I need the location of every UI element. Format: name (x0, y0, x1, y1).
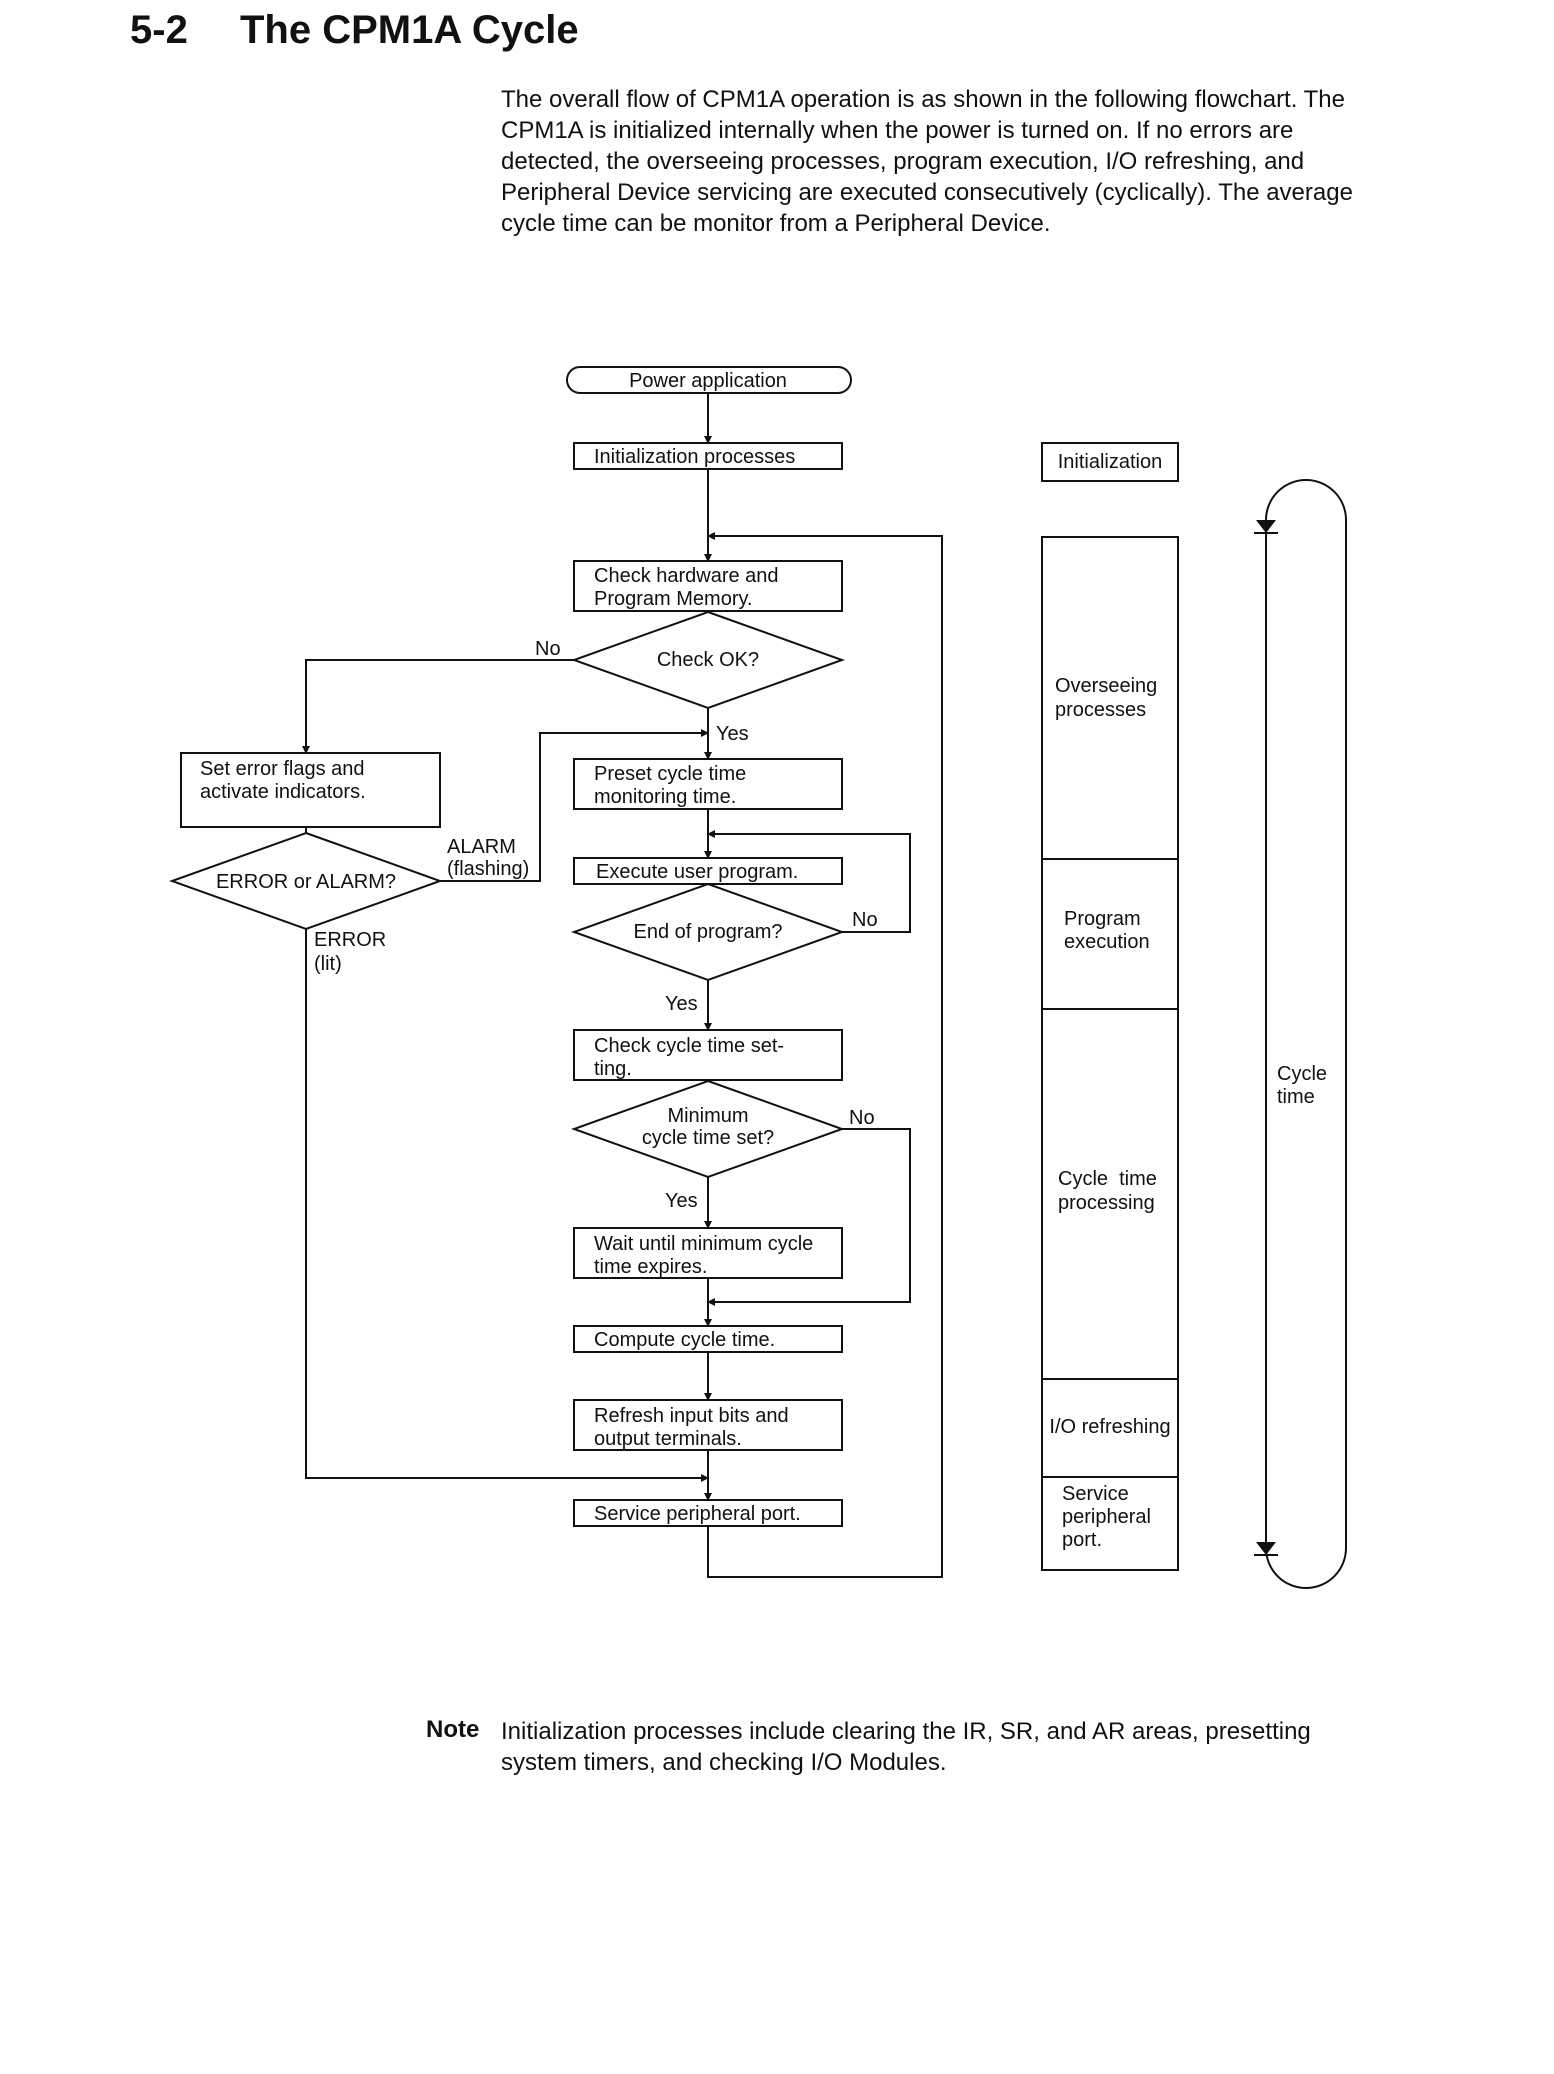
refresh-line-1: Refresh input bits and (594, 1405, 789, 1427)
cycle-arrow-bottom (1256, 1542, 1276, 1555)
phase-overseeing (1041, 536, 1179, 860)
phase-service-line-3: port. (1062, 1529, 1102, 1551)
set-error-line-2: activate indicators. (200, 781, 366, 803)
service-label: Service peripheral port. (594, 1503, 801, 1525)
min-cycle-yes-label: Yes (665, 1190, 698, 1212)
init-process-box (573, 442, 843, 470)
cpm1a-cycle-flowchart: Power application Initialization process… (169, 366, 1347, 1589)
phase-initialization (1041, 442, 1179, 482)
phase-program (1041, 858, 1179, 1010)
note-label: Note (426, 1716, 480, 1743)
refresh-line-2: output terminals. (594, 1428, 742, 1450)
phase-io (1041, 1378, 1179, 1478)
compute-label: Compute cycle time. (594, 1329, 775, 1351)
phase-overseeing-line-2: processes (1055, 699, 1146, 721)
section-number: 5-2 (130, 8, 188, 52)
note-text: Initialization processes include clearin… (501, 1718, 1311, 1776)
section-title: The CPM1A Cycle (240, 8, 579, 52)
alarm-label-2: (flashing) (447, 858, 529, 880)
phase-io-label: I/O refreshing (1049, 1416, 1170, 1438)
cycle-time-line-1: Cycle (1277, 1063, 1327, 1085)
preset-line-2: monitoring time. (594, 786, 736, 808)
phase-cycle-time-line-2: processing (1058, 1192, 1155, 1214)
end-program-label: End of program? (634, 921, 783, 943)
set-error-box (180, 752, 441, 828)
phase-overseeing-line-1: Overseeing (1055, 675, 1157, 697)
check-ok-label: Check OK? (657, 649, 759, 671)
check-hw-line-1: Check hardware and (594, 565, 779, 587)
phase-initialization-label: Initialization (1058, 451, 1163, 473)
phase-cycle-time (1041, 1008, 1179, 1380)
init-label: Initialization processes (594, 446, 795, 468)
cycle-time-bracket (1254, 479, 1347, 1589)
refresh-io-box (573, 1399, 843, 1451)
cycle-arrow-top (1256, 520, 1276, 533)
error-label-1: ERROR (314, 929, 386, 951)
wait-line-2: time expires. (594, 1256, 707, 1278)
check-cycle-line-2: ting. (594, 1058, 632, 1080)
phase-program-line-2: execution (1064, 931, 1150, 953)
min-cycle-line-1: Minimum (667, 1105, 748, 1127)
preset-cycle-box (573, 758, 843, 810)
phase-service-line-2: peripheral (1062, 1506, 1151, 1528)
min-cycle-line-2: cycle time set? (642, 1127, 774, 1149)
error-label-2: (lit) (314, 953, 342, 975)
execute-label: Execute user program. (596, 861, 798, 883)
alarm-label-1: ALARM (447, 836, 516, 858)
check-hardware-box (573, 560, 843, 612)
phase-cycle-time-line-1: Cycle time (1058, 1168, 1157, 1190)
check-ok-yes-label: Yes (716, 723, 749, 745)
preset-line-1: Preset cycle time (594, 763, 746, 785)
phase-service (1041, 1476, 1179, 1571)
check-cycle-line-1: Check cycle time set- (594, 1035, 784, 1057)
intro-paragraph: The overall flow of CPM1A operation is a… (501, 86, 1353, 237)
wait-line-1: Wait until minimum cycle (594, 1233, 813, 1255)
phase-program-line-1: Program (1064, 908, 1141, 930)
cycle-time-line-2: time (1277, 1086, 1315, 1108)
end-program-yes-label: Yes (665, 993, 698, 1015)
min-cycle-no-label: No (849, 1107, 875, 1129)
phase-service-line-1: Service (1062, 1483, 1129, 1505)
check-ok-no-label: No (535, 638, 561, 660)
end-program-no-label: No (852, 909, 878, 931)
set-error-line-1: Set error flags and (200, 758, 365, 780)
error-alarm-label: ERROR or ALARM? (216, 871, 396, 893)
check-hw-line-2: Program Memory. (594, 588, 753, 610)
start-label: Power application (629, 370, 787, 392)
